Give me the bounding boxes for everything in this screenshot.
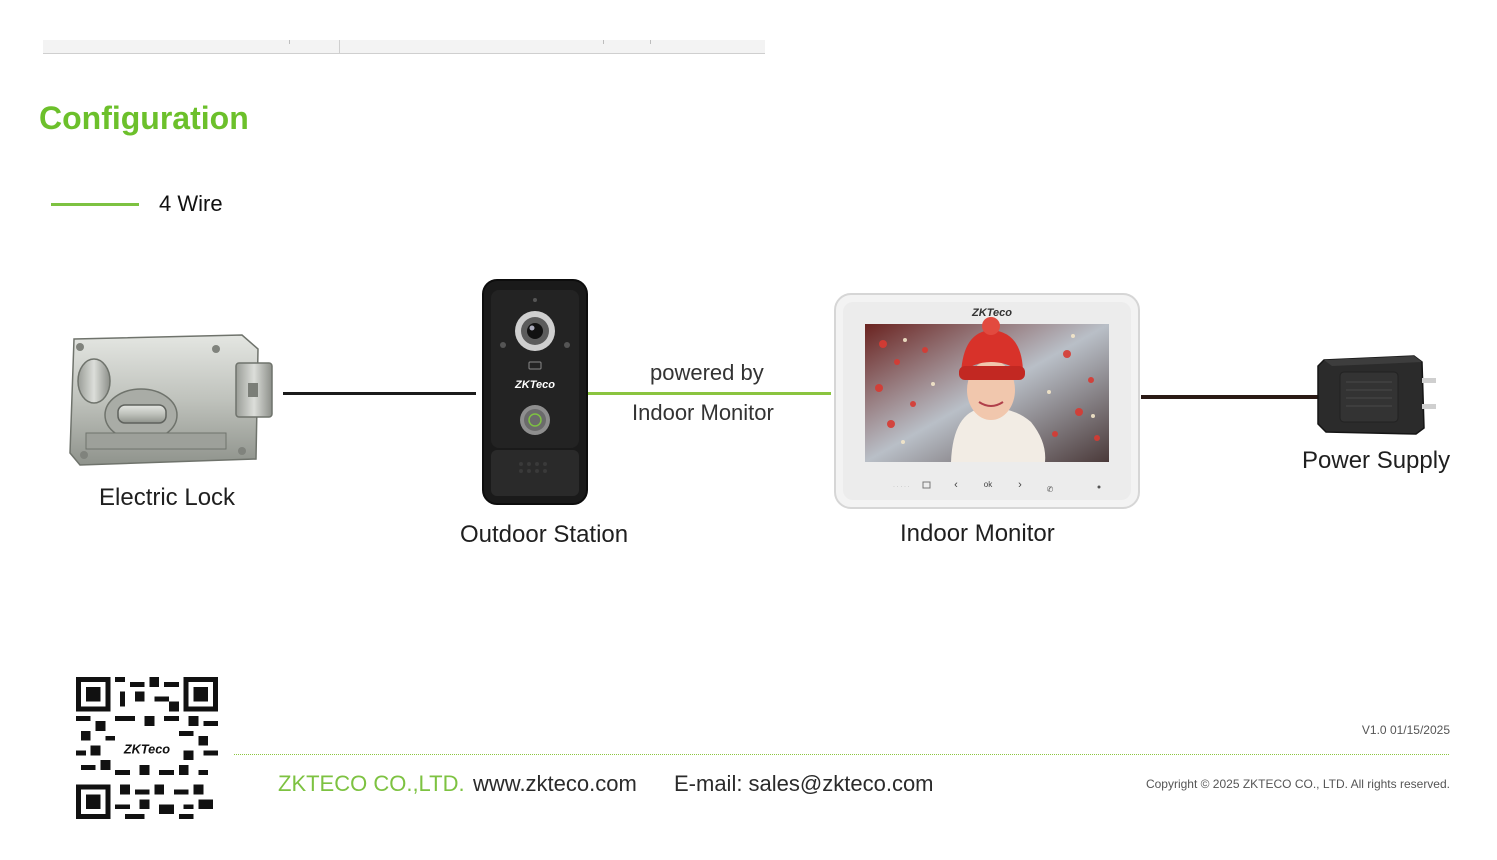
electric-lock-label: Electric Lock: [99, 484, 235, 512]
power-adapter-image: [1314, 354, 1438, 436]
indoor-monitor-label: Indoor Monitor: [900, 520, 1055, 548]
company-name: ZKTECO CO.,LTD.: [278, 771, 465, 797]
svg-text:‹: ‹: [954, 479, 958, 491]
indoor-monitor-image: ZKTeco · · · · · ‹ ok › ✆: [833, 292, 1141, 512]
qr-brand: ZKTeco: [123, 741, 170, 756]
footer-divider: [234, 754, 1449, 755]
legend-line: [51, 203, 139, 206]
section-title: Configuration: [39, 100, 249, 137]
legend-label: 4 Wire: [159, 191, 223, 217]
email-link[interactable]: E-mail: sales@zkteco.com: [674, 771, 934, 797]
power-supply-label: Power Supply: [1302, 447, 1450, 475]
wire-lock-to-station: [283, 392, 476, 395]
wire-label-powered-by: powered by: [650, 360, 764, 386]
outdoor-station-brand: ZKTeco: [514, 379, 555, 391]
table-remnant: [43, 40, 765, 54]
outdoor-station-image: ZKTeco: [481, 278, 589, 506]
svg-text:· · · · ·: · · · · ·: [893, 484, 910, 490]
website-link[interactable]: www.zkteco.com: [473, 771, 637, 797]
qr-code-image: ZKTeco: [76, 677, 218, 819]
version-date: V1.0 01/15/2025: [1362, 723, 1450, 737]
svg-text:›: ›: [1018, 479, 1022, 491]
wire-label-indoor-monitor: Indoor Monitor: [632, 400, 774, 426]
monitor-ok-button: ok: [984, 480, 993, 489]
wire-station-to-monitor: [588, 392, 831, 395]
wire-monitor-to-power: [1141, 395, 1319, 399]
svg-text:✆: ✆: [1047, 485, 1054, 494]
electric-lock-image: [66, 325, 276, 471]
copyright-text: Copyright © 2025 ZKTECO CO., LTD. All ri…: [1146, 777, 1450, 791]
outdoor-station-label: Outdoor Station: [460, 521, 628, 549]
